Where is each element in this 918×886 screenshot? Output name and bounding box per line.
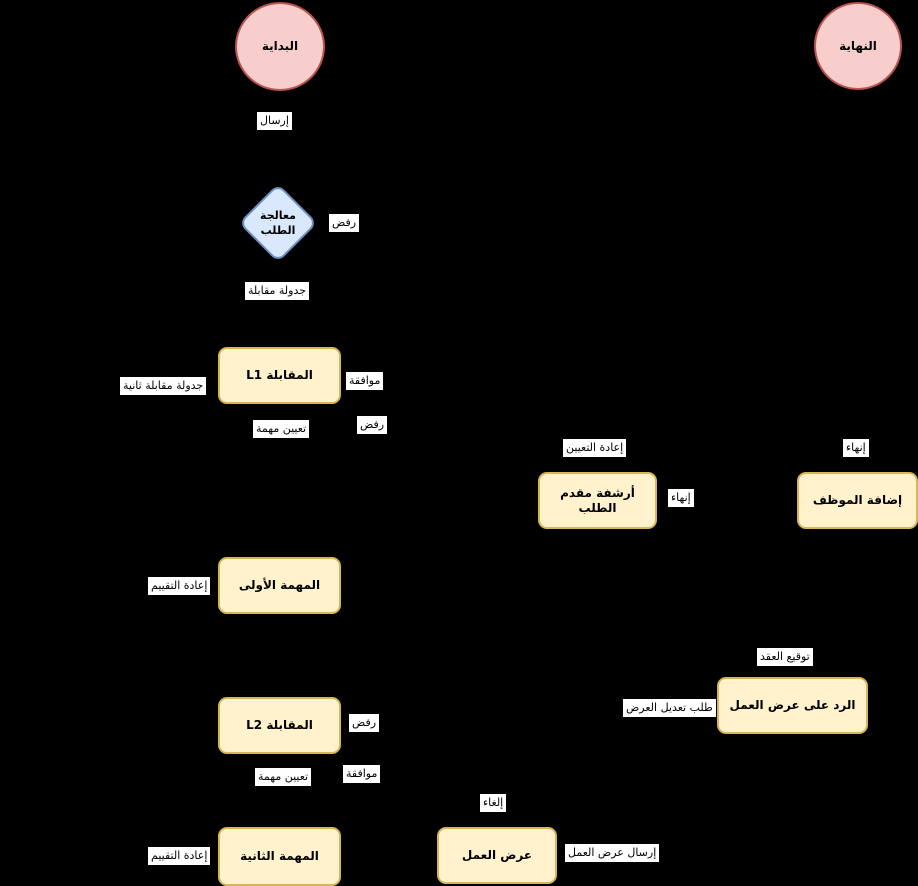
interview-l2-node[interactable]: المقابلة L2 (218, 697, 341, 754)
edge-label-sign-contract[interactable]: توقيع العقد (757, 648, 813, 666)
job-offer-response-node[interactable]: الرد على عرض العمل (717, 677, 868, 734)
edge-label-schedule-second-interview[interactable]: جدولة مقابلة ثانية (120, 377, 207, 395)
edge-label-reassign[interactable]: إعادة التعيين (563, 439, 627, 457)
edge-label-send[interactable]: إرسال (257, 112, 292, 130)
edge-label-reject-l1[interactable]: رفض (357, 416, 388, 434)
add-employee-node[interactable]: إضافة الموظف (797, 472, 918, 529)
start-node-label: البداية (261, 39, 299, 53)
first-task-node-label: المهمة الأولى (238, 578, 321, 592)
interview-l1-node-label: المقابلة L1 (246, 368, 313, 382)
archive-applicant-node[interactable]: أرشفة مقدم الطلب (538, 472, 657, 529)
edge-label-assign-task-l2[interactable]: تعيين مهمة (255, 768, 312, 786)
edge-label-cancel[interactable]: إلغاء (480, 794, 507, 812)
job-offer-node[interactable]: عرض العمل (437, 827, 557, 884)
edge-label-request-offer-edit[interactable]: طلب تعديل العرض (623, 699, 716, 717)
archive-applicant-node-label: أرشفة مقدم الطلب (560, 485, 635, 515)
job-offer-response-node-label: الرد على عرض العمل (729, 698, 856, 712)
add-employee-node-label: إضافة الموظف (812, 493, 903, 507)
process-request-label-text: معالجة الطلب (260, 208, 296, 237)
end-node-label: النهاية (839, 38, 877, 53)
second-task-node[interactable]: المهمة الثانية (218, 827, 341, 886)
interview-l1-node[interactable]: المقابلة L1 (218, 347, 341, 404)
process-request-node-label: معالجة الطلب (239, 184, 317, 262)
edge-label-reevaluate-first[interactable]: إعادة التقييم (148, 577, 211, 595)
edge-label-reject-l2[interactable]: رفض (349, 714, 380, 732)
edge-label-schedule-interview[interactable]: جدولة مقابلة (245, 282, 310, 300)
end-node[interactable]: النهاية (814, 2, 902, 90)
start-node[interactable]: البداية (235, 2, 325, 91)
first-task-node[interactable]: المهمة الأولى (218, 557, 341, 614)
process-request-node[interactable]: معالجة الطلب (238, 183, 318, 263)
second-task-node-label: المهمة الثانية (240, 849, 319, 863)
edge-label-assign-task-l1[interactable]: تعيين مهمة (253, 420, 310, 438)
edge-label-finish-archive[interactable]: إنهاء (668, 489, 694, 507)
interview-l2-node-label: المقابلة L2 (246, 718, 313, 732)
edge-label-finish-to-end[interactable]: إنهاء (843, 439, 869, 457)
edge-label-send-job-offer[interactable]: إرسال عرض العمل (565, 844, 660, 862)
job-offer-node-label: عرض العمل (461, 848, 533, 862)
edge-label-approve-l1[interactable]: موافقة (346, 372, 384, 390)
edge-label-reevaluate-second[interactable]: إعادة التقييم (148, 847, 211, 865)
edge-label-reject-request[interactable]: رفض (329, 214, 360, 232)
edge-label-approve-l2[interactable]: موافقة (343, 765, 381, 783)
